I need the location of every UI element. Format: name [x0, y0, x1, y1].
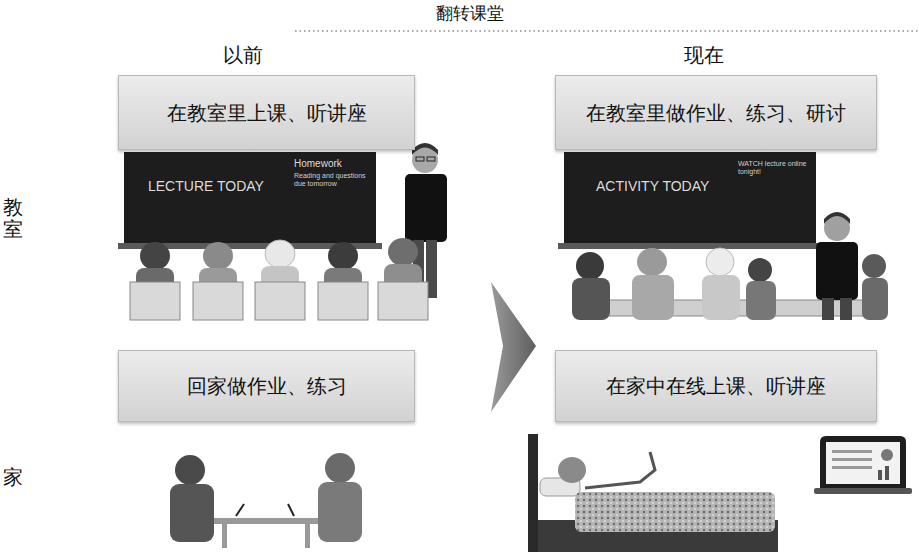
online-lecture-at-home: [528, 434, 912, 552]
blackboard-text: Homework: [294, 158, 342, 170]
box-text: 在教室里上课、听讲座: [167, 101, 367, 125]
lecture-classroom: [118, 143, 447, 320]
box-text: 在教室里做作业、练习、研讨: [586, 101, 846, 125]
column-heading: 以前: [223, 44, 263, 67]
process-box: 在家中在线上课、听讲座: [555, 350, 877, 422]
box-text: 回家做作业、练习: [187, 374, 347, 398]
blackboard-text: LECTURE TODAY: [148, 178, 264, 194]
row-heading: 教室: [3, 196, 23, 240]
process-box: 在教室里做作业、练习、研讨: [555, 75, 877, 150]
row-heading: 家: [3, 466, 23, 488]
process-box: 回家做作业、练习: [118, 350, 415, 422]
homework-at-home: [170, 453, 362, 548]
column-heading: 现在: [684, 44, 724, 67]
title-rule: [295, 30, 919, 31]
transition-arrow: [491, 282, 536, 412]
box-text: 在家中在线上课、听讲座: [606, 374, 826, 398]
diagram-title: 翻转课堂: [436, 2, 504, 25]
process-box: 在教室里上课、听讲座: [118, 75, 415, 150]
activity-classroom: [558, 152, 888, 320]
blackboard-note: WATCH lecture online tonight!: [738, 160, 808, 176]
blackboard-text: ACTIVITY TODAY: [596, 178, 709, 194]
blackboard-note: Reading and questions due tomorrow: [294, 172, 366, 188]
